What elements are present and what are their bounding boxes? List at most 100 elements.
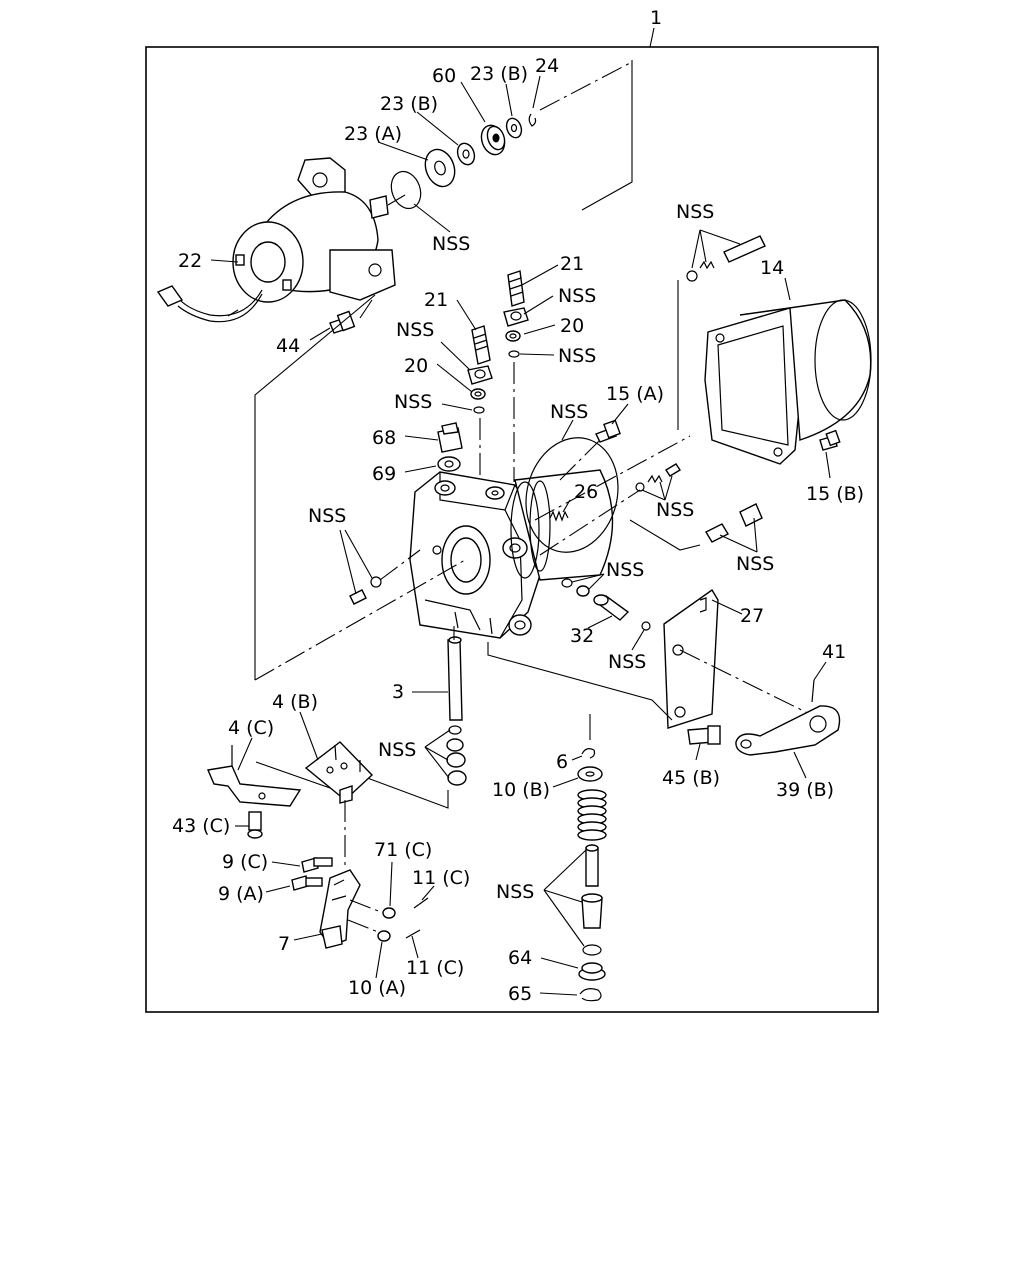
bearing-60 — [480, 124, 506, 156]
bolt-9a — [291, 875, 323, 891]
washer-69 — [437, 456, 461, 472]
label-24: 24 — [535, 55, 559, 77]
bolt-15a — [595, 419, 621, 443]
leader-1 — [649, 27, 655, 48]
label-9a: 9 (A) — [218, 883, 264, 905]
label-nss-seal: NSS — [432, 233, 470, 255]
pin-nss-tr — [723, 235, 766, 263]
label-nss-spring: NSS — [496, 881, 534, 903]
snap-ring-6 — [581, 748, 596, 759]
label-15b: 15 (B) — [806, 483, 864, 505]
spring-26 — [549, 510, 569, 522]
label-nss-mid: NSS — [606, 559, 644, 581]
label-9c: 9 (C) — [222, 851, 268, 873]
pin-11c-top — [413, 897, 429, 909]
fitting-21-left — [471, 325, 491, 365]
bracket-4c — [207, 745, 302, 807]
chain-motor-to-seal — [387, 194, 406, 206]
chain-bracket-27 — [679, 649, 831, 725]
chain-bolt-44 — [359, 299, 373, 319]
group-bracket-top — [581, 60, 633, 211]
label-45b: 45 (B) — [662, 767, 720, 789]
label-6: 6 — [556, 751, 568, 773]
label-20-left: 20 — [404, 355, 428, 377]
label-1: 1 — [650, 7, 662, 29]
oring-nss-spring — [582, 944, 602, 956]
plug-68 — [437, 422, 463, 453]
bolt-15b — [819, 429, 841, 451]
label-nss-20-left: NSS — [394, 391, 432, 413]
label-27: 27 — [740, 605, 764, 627]
label-3: 3 — [392, 681, 404, 703]
bolt-9c — [301, 857, 333, 873]
label-43c: 43 (C) — [172, 815, 230, 837]
chain-pins — [539, 489, 641, 556]
label-22: 22 — [178, 250, 202, 272]
washer-10a — [377, 930, 391, 942]
label-nss-washer: NSS — [608, 651, 646, 673]
spring-coil — [577, 789, 607, 841]
label-10b: 10 (B) — [492, 779, 550, 801]
label-23a: 23 (A) — [344, 123, 402, 145]
nut-20-left — [467, 365, 493, 385]
cap-64 — [578, 962, 606, 981]
label-23b: 23 (B) — [380, 93, 438, 115]
large-oring — [525, 437, 619, 553]
cover-14 — [704, 299, 872, 465]
ball-nss-left — [370, 576, 382, 588]
label-39b: 39 (B) — [776, 779, 834, 801]
label-32: 32 — [570, 625, 594, 647]
label-21-right: 21 — [560, 253, 584, 275]
ball-nss-tr — [686, 270, 698, 282]
lever-7 — [319, 869, 361, 949]
plug-nss-2 — [739, 503, 763, 527]
label-4b: 4 (B) — [272, 691, 318, 713]
label-69: 69 — [372, 463, 396, 485]
label-15a: 15 (A) — [606, 383, 664, 405]
washer-nss-left-1 — [470, 388, 486, 400]
oring-nss — [390, 170, 422, 210]
label-nss-21-left: NSS — [396, 319, 434, 341]
sleeve-nss — [581, 893, 603, 929]
label-60: 60 — [432, 65, 456, 87]
chain-left-pins — [379, 549, 421, 581]
label-nss-plugs: NSS — [736, 553, 774, 575]
label-68: 68 — [372, 427, 396, 449]
label-14: 14 — [760, 257, 784, 279]
label-21-left: 21 — [424, 289, 448, 311]
label-nss-pins: NSS — [656, 499, 694, 521]
label-nss-left: NSS — [308, 505, 346, 527]
label-nss-top-right: NSS — [676, 201, 714, 223]
label-64: 64 — [508, 947, 532, 969]
chain-top-right — [539, 61, 633, 111]
label-26: 26 — [574, 481, 598, 503]
washer-71c — [382, 907, 396, 919]
label-7: 7 — [278, 933, 290, 955]
label-11c-bot: 11 (C) — [406, 957, 464, 979]
shaft-3 — [447, 636, 463, 721]
label-nss-shaft: NSS — [378, 739, 416, 761]
snap-ring-65 — [579, 988, 602, 1002]
part-labels: 1 60 23 (B) 24 23 (B) 23 (A) NSS 22 44 2… — [172, 7, 864, 1005]
washer-23b-top — [505, 117, 523, 139]
label-20-right: 20 — [560, 315, 584, 337]
label-10a: 10 (A) — [348, 977, 406, 999]
washer-10b — [577, 766, 603, 782]
motor-assembly-22 — [156, 157, 396, 323]
label-23b-top: 23 (B) — [470, 63, 528, 85]
washer-nss-left-2 — [473, 406, 485, 414]
main-housing — [409, 469, 614, 639]
pin-nss-spring — [585, 844, 599, 887]
bracket-4b — [304, 741, 374, 804]
nut-20-right — [503, 307, 529, 327]
pin-32 — [593, 594, 630, 621]
chain-to-cover-14 — [534, 435, 691, 521]
label-71c: 71 (C) — [374, 839, 432, 861]
bracket-plugs — [629, 519, 701, 551]
label-nss-20-right: NSS — [558, 345, 596, 367]
bolt-43c — [247, 811, 263, 839]
label-44: 44 — [276, 335, 300, 357]
assembly-frame — [145, 46, 879, 1013]
bracket-27 — [663, 588, 719, 729]
